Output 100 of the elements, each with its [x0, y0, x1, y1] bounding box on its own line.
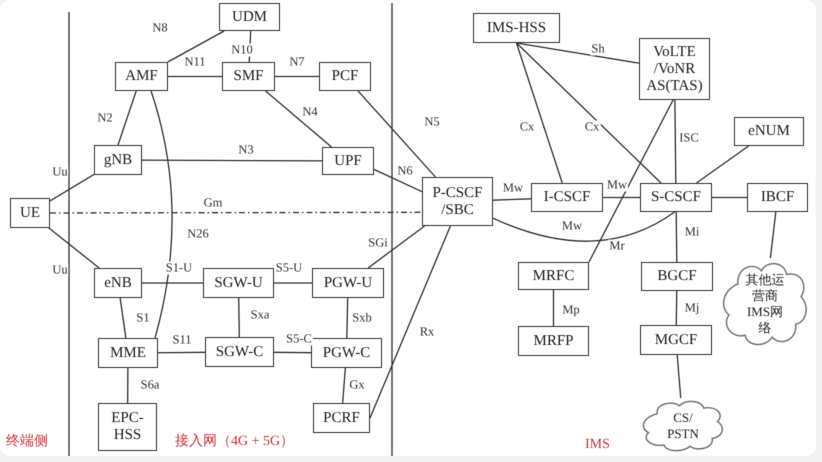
edge-label: N7 [288, 56, 306, 68]
connector-line [265, 90, 332, 148]
connector-line [120, 298, 126, 338]
connector-line [274, 352, 311, 354]
edge-label: Mr [608, 240, 626, 252]
network-function-box: EPC- HSS [98, 403, 157, 451]
connector-line [142, 159, 322, 162]
connector-line [248, 30, 252, 62]
connector-line [369, 226, 451, 418]
edge-label: Mw [606, 178, 628, 192]
connector-line [374, 168, 422, 192]
connector-line [142, 282, 203, 284]
network-function-box: gNB [94, 145, 142, 175]
connector-line [516, 42, 640, 64]
connector-line [676, 354, 682, 398]
connector-line [516, 42, 662, 184]
edge-label: Sxa [250, 308, 270, 322]
network-function-box: UDM [219, 3, 280, 31]
network-function-box: SMF [222, 62, 275, 91]
network-function-box: IBCF [747, 183, 808, 212]
network-function-box: MRFC [518, 262, 589, 290]
edge-label: Mi [684, 226, 700, 238]
network-function-box: MGCF [640, 325, 712, 355]
connector-line [346, 298, 348, 338]
network-function-box: PCF [319, 62, 371, 91]
connector-line [696, 145, 749, 184]
region-label: IMS [585, 437, 610, 453]
edge-label: SGi [367, 236, 389, 250]
edge-label: S1 [135, 312, 151, 324]
network-function-box: AMF [115, 62, 168, 91]
network-function-box: PGW-U [312, 268, 384, 298]
network-cloud: CS/ PSTN [640, 398, 726, 454]
network-function-box: SGW-C [205, 337, 274, 367]
edge-label: N26 [186, 228, 210, 240]
connector-line [48, 228, 100, 268]
edge-label: S5-U [274, 262, 304, 274]
connector-line [712, 196, 747, 198]
edge-label: Gx [348, 378, 366, 392]
connector-line [492, 198, 532, 201]
edge-label: Mj [684, 302, 700, 314]
connector-line [552, 290, 554, 326]
network-function-box: MME [98, 338, 158, 368]
connector-line [342, 368, 346, 404]
edge-label: Sxb [351, 312, 373, 324]
edge-label: N4 [301, 106, 319, 118]
edge-label: Mw [560, 220, 584, 232]
edge-label: ISC [678, 132, 700, 144]
edge-label: N3 [237, 144, 255, 156]
connector-line [676, 212, 678, 262]
connector-line [50, 174, 94, 202]
connector-line [158, 352, 205, 354]
edge-label: Sh [590, 42, 606, 56]
edge-label: Cx [518, 120, 536, 134]
network-function-box: S-CSCF [640, 183, 712, 212]
network-function-box: UE [10, 198, 50, 228]
connector-line [117, 90, 137, 146]
edge-label: Uu [51, 166, 69, 178]
connector-line [275, 76, 319, 78]
edge-label: N8 [151, 22, 169, 34]
region-label: 接入网（4G + 5G） [175, 432, 294, 450]
edge-label: S11 [172, 334, 192, 346]
network-function-box: UPF [322, 147, 374, 175]
network-function-box: IMS-HSS [473, 13, 560, 43]
connector-line [274, 282, 312, 284]
connector-line [368, 225, 425, 269]
network-function-box: PCRF [313, 403, 370, 433]
network-function-box: MRFP [518, 326, 589, 356]
network-function-box: eNUM [734, 117, 804, 146]
network-function-box: BGCF [641, 262, 713, 291]
edge-label: S1-U [164, 262, 194, 274]
connector-line [168, 30, 224, 63]
connector-line [588, 100, 674, 262]
connector-line [674, 100, 676, 183]
edge-label: Uu [51, 264, 69, 276]
edge-label: Gm [202, 196, 224, 210]
edge-label: S5-C [285, 332, 313, 346]
connector-line [358, 90, 436, 178]
edge-label: N11 [183, 56, 207, 68]
connector-line [516, 42, 563, 184]
connector-line [127, 368, 129, 403]
edge-label: N2 [96, 112, 114, 124]
network-function-box: SGW-U [203, 268, 274, 298]
network-function-box: I-CSCF [531, 183, 603, 212]
network-function-box: PGW-C [311, 338, 382, 368]
connector-line [168, 76, 222, 78]
edge-label: Rx [418, 326, 436, 338]
curved-line [150, 90, 173, 338]
edge-label: Mw [502, 182, 524, 194]
edge-label: N5 [423, 116, 441, 128]
network-function-box: P-CSCF /SBC [422, 177, 493, 226]
region-label: 终端侧 [6, 432, 48, 450]
edge-label: Mp [561, 304, 581, 316]
edge-label: N10 [230, 44, 254, 56]
connector-line [676, 291, 678, 326]
edge-label: N6 [396, 164, 414, 178]
connector-line [238, 298, 240, 338]
network-function-box: VoLTE /VoNR AS(TAS) [639, 38, 710, 100]
edge-label: S6a [140, 378, 160, 392]
edge-label: Cx [584, 120, 600, 134]
connector-line [603, 196, 640, 198]
